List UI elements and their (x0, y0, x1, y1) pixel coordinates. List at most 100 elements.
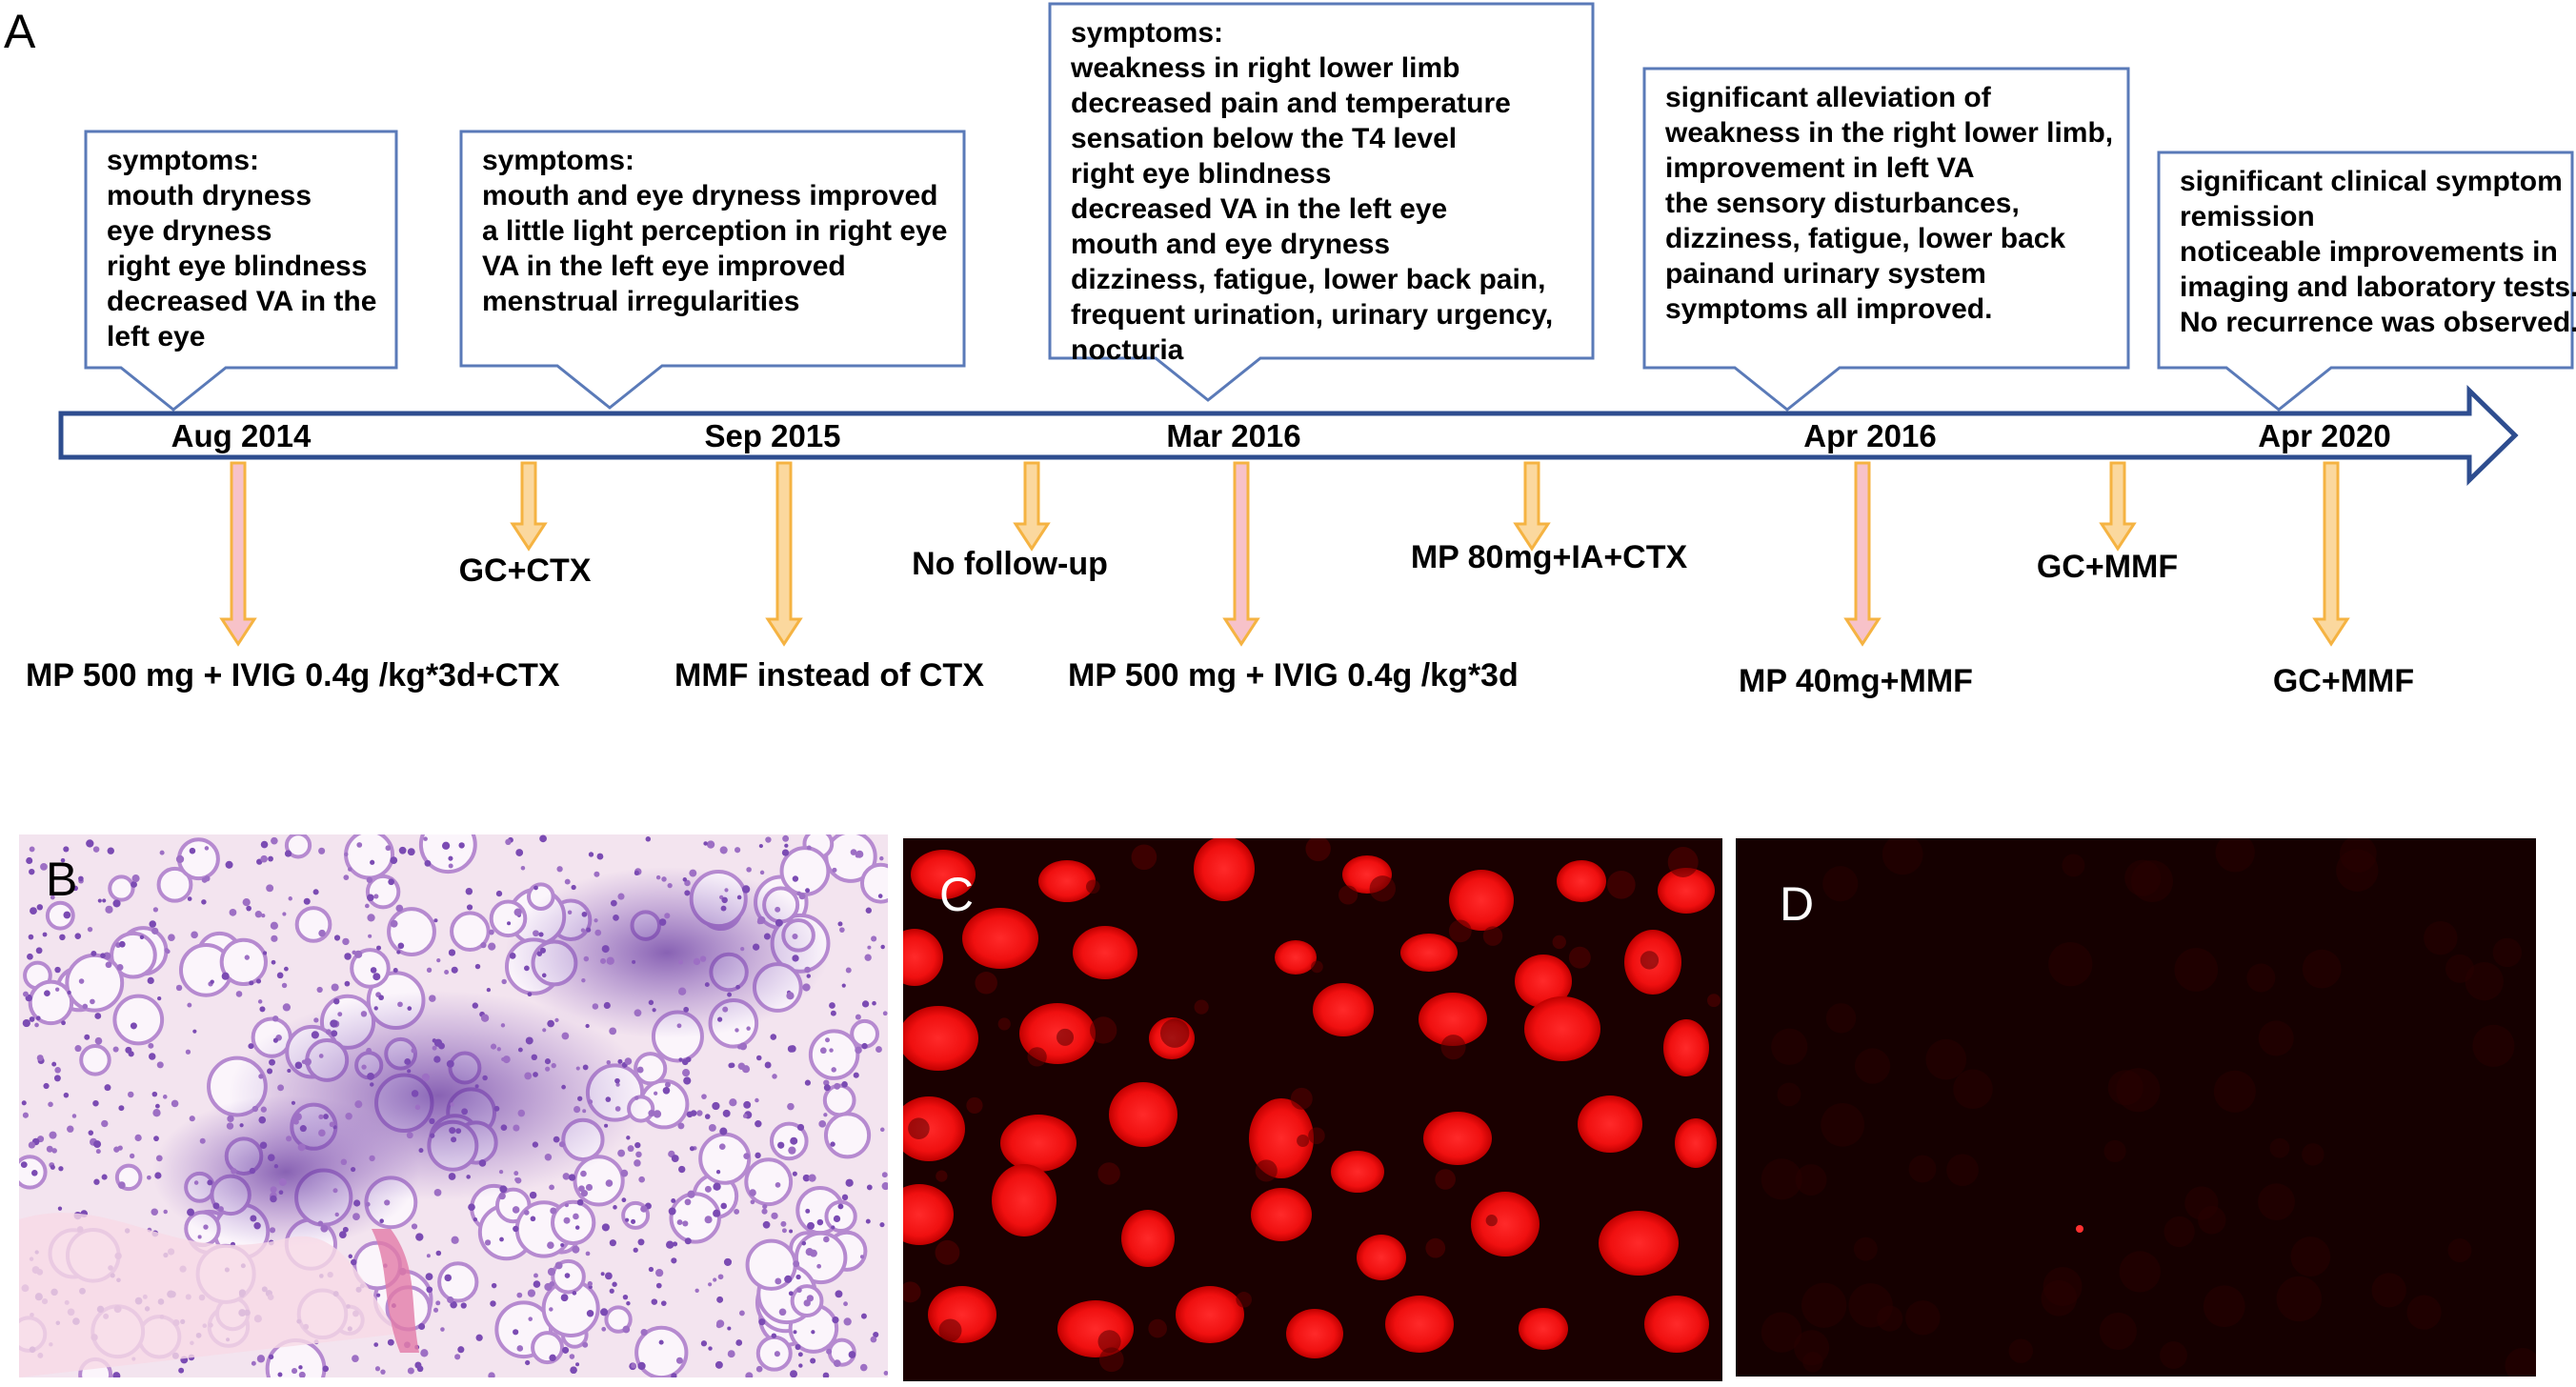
nucleus-dot (271, 959, 276, 965)
nucleus-dot (545, 1066, 551, 1072)
faint-cell (2184, 1186, 2219, 1220)
nucleus-dot (606, 956, 614, 965)
nucleus-dot (676, 1219, 683, 1226)
nucleus-dot (581, 977, 586, 983)
nucleus-dot (879, 855, 884, 861)
callout-line: the sensory disturbances, (1665, 188, 2020, 219)
nucleus-dot (833, 1215, 841, 1223)
dim-cell (1485, 1215, 1498, 1227)
nucleus-dot (448, 949, 456, 956)
nucleus-dot (664, 1081, 671, 1088)
nucleus-dot (376, 1293, 381, 1297)
nucleus-dot (516, 1345, 524, 1352)
nucleus-dot (495, 890, 503, 897)
gland-acinus (294, 906, 332, 943)
nucleus-dot (582, 1064, 589, 1071)
faint-cell (1905, 1300, 1941, 1336)
nucleus-dot (204, 846, 210, 851)
nucleus-dot (451, 966, 458, 974)
nucleus-dot (91, 950, 97, 956)
callout-line: mouth dryness (107, 180, 312, 211)
nucleus-dot (755, 1055, 762, 1061)
nucleus-dot (804, 1079, 812, 1086)
nucleus-dot (882, 1011, 888, 1016)
nucleus-dot (435, 1300, 441, 1306)
nucleus-dot (270, 1195, 277, 1203)
nucleus-dot (745, 1372, 754, 1377)
nucleus-dot (640, 1329, 648, 1337)
nucleus-dot (682, 1069, 691, 1077)
nucleus-dot (229, 908, 237, 916)
nucleus-dot (723, 1257, 733, 1266)
nucleus-dot (260, 1106, 267, 1113)
nucleus-dot (719, 846, 728, 854)
timeline-date-label: Mar 2016 (1166, 418, 1300, 453)
nucleus-dot (564, 1273, 571, 1278)
nucleus-dot (755, 1097, 759, 1103)
nucleus-dot (634, 870, 639, 875)
dim-cell (1640, 951, 1660, 970)
callout-line: painand urinary system (1665, 258, 1986, 290)
nucleus-dot (337, 1012, 343, 1017)
nucleus-dot (735, 984, 740, 990)
nucleus-dot (29, 868, 35, 875)
nucleus-dot (527, 1289, 536, 1297)
nucleus-dot (354, 950, 363, 958)
nucleus-dot (572, 1245, 580, 1254)
nucleus-dot (622, 1325, 631, 1334)
fluorescent-cell (1357, 1235, 1406, 1280)
nucleus-dot (796, 1287, 802, 1293)
treatment-arrow (219, 461, 257, 647)
callout-line: symptoms all improved. (1665, 293, 1992, 325)
nucleus-dot (332, 1125, 337, 1130)
nucleus-dot (594, 918, 598, 923)
nucleus-dot (564, 1203, 569, 1208)
nucleus-dot (755, 1152, 761, 1159)
nucleus-dot (818, 1119, 827, 1128)
nucleus-dot (407, 1367, 414, 1375)
nucleus-dot (273, 1164, 279, 1169)
nucleus-dot (582, 1341, 589, 1348)
nucleus-dot (600, 1272, 605, 1276)
fluorescent-cell (1557, 860, 1606, 902)
nucleus-dot (154, 1103, 160, 1109)
nucleus-dot (667, 883, 673, 889)
nucleus-dot (55, 987, 60, 992)
gland-acinus (769, 1121, 809, 1161)
dim-cell (997, 1017, 1011, 1031)
nucleus-dot (30, 1169, 38, 1176)
gland-acinus (744, 1157, 794, 1207)
connective-tissue (19, 1213, 400, 1377)
nucleus-dot (344, 953, 352, 960)
nucleus-dot (272, 1015, 279, 1022)
nucleus-dot (580, 1170, 587, 1177)
nucleus-dot (737, 1044, 742, 1050)
nucleus-dot (105, 961, 112, 969)
dim-cell (938, 1318, 962, 1342)
nucleus-dot (187, 896, 192, 901)
nucleus-dot (266, 884, 274, 893)
nucleus-dot (42, 932, 48, 937)
nucleus-dot (372, 973, 381, 981)
nucleus-dot (549, 1307, 553, 1312)
nucleus-dot (272, 1037, 279, 1043)
dim-cell (1305, 838, 1331, 862)
nucleus-dot (162, 1095, 168, 1099)
faint-cell (2505, 1348, 2536, 1377)
nucleus-dot (811, 1330, 815, 1335)
nucleus-dot (330, 1019, 338, 1028)
faint-cell (2371, 1273, 2406, 1308)
faint-cell (1882, 838, 1923, 875)
nucleus-dot (831, 1067, 836, 1073)
nucleus-dot (496, 1047, 501, 1052)
nucleus-dot (775, 918, 783, 927)
nucleus-dot (501, 1057, 506, 1062)
nucleus-dot (523, 1210, 530, 1216)
nucleus-dot (853, 1072, 859, 1078)
nucleus-dot (675, 1357, 683, 1364)
nucleus-dot (850, 849, 857, 855)
nucleus-dot (648, 999, 654, 1006)
nucleus-dot (872, 1000, 876, 1006)
nucleus-dot (270, 921, 279, 930)
nucleus-dot (90, 998, 95, 1005)
